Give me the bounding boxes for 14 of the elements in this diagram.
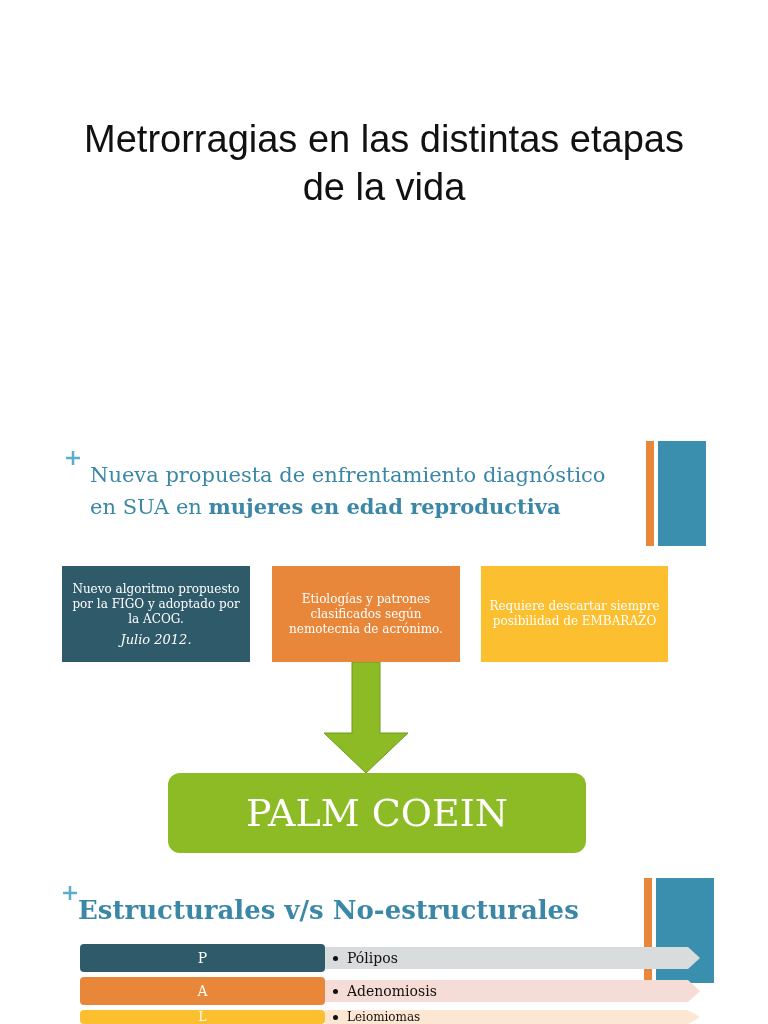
item-band: Pólipos [325, 947, 700, 969]
info-box: Nuevo algoritmo propuesto por la FIGO y adoptado por la ACOG. Julio 2012. [62, 566, 250, 662]
item-band: Leiomiomas [325, 1010, 700, 1024]
acronym-box: PALM COEIN [168, 773, 586, 853]
item-band: Adenomiosis [325, 980, 700, 1002]
letter-tag: P [80, 944, 325, 972]
slide-title: Metrorragias en las distintas etapas de la vida [83, 117, 685, 210]
info-box: Requiere descartar siempre posibilidad de EMBARAZO [481, 566, 668, 662]
info-box: Etiologías y patrones clasificados según nemotecnia de acrónimo. [272, 566, 460, 662]
letter-tag: A [80, 977, 325, 1005]
slide-heading: Nueva propuesta de enfrentamiento diagnóstico en SUA en mujeres en edad reproductiva [90, 462, 607, 521]
slide-heading: Estructurales v/s No-estructurales [78, 895, 580, 926]
block-arrow [323, 661, 409, 774]
letter-tag: L [80, 1010, 325, 1024]
